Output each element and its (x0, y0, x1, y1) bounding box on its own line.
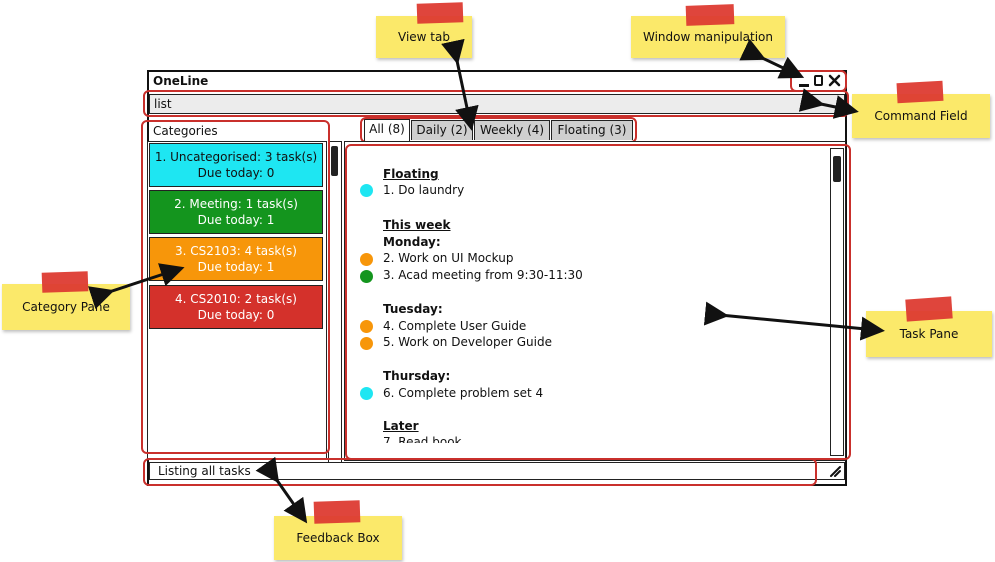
category-item-line1: 2. Meeting: 1 task(s) (174, 197, 298, 211)
section-this-week: This week (383, 218, 451, 232)
task-item[interactable]: 1. Do laundry (383, 183, 465, 197)
tab-weekly[interactable]: Weekly (4) (474, 120, 550, 140)
arrow-feedback-box (255, 456, 308, 524)
note-view-tab-label: View tab (398, 30, 450, 44)
category-item-line1: 4. CS2010: 2 task(s) (175, 292, 297, 306)
section-floating: Floating (383, 167, 439, 181)
day-monday: Monday: (383, 235, 441, 249)
task-item[interactable]: 5. Work on Developer Guide (383, 335, 552, 349)
task-item[interactable]: 2. Work on UI Mockup (383, 251, 514, 265)
command-input[interactable]: list (149, 94, 845, 114)
category-item-line2: Due today: 1 (197, 260, 275, 274)
note-command-field: Command Field (852, 94, 990, 138)
note-task-pane-label: Task Pane (899, 327, 959, 341)
day-thursday: Thursday: (383, 369, 451, 383)
section-later: Later (383, 419, 419, 433)
category-item-line2: Due today: 0 (197, 308, 275, 322)
task-dot-orange (360, 253, 373, 266)
category-item-uncategorised[interactable]: 1. Uncategorised: 3 task(s) Due today: 0 (149, 143, 323, 187)
category-item-meeting[interactable]: 2. Meeting: 1 task(s) Due today: 1 (149, 190, 323, 234)
task-dot-orange (360, 320, 373, 333)
minimize-icon[interactable] (799, 84, 809, 87)
arrow-command-field (798, 88, 859, 119)
category-item-line2: Due today: 0 (197, 166, 275, 180)
arrow-task-pane (703, 301, 885, 341)
task-item[interactable]: 6. Complete problem set 4 (383, 386, 544, 400)
task-dot-cyan (360, 184, 373, 197)
resize-grip-icon[interactable] (828, 464, 841, 477)
task-item[interactable]: 7. Read book (383, 435, 462, 443)
close-icon[interactable] (828, 74, 841, 87)
note-feedback-box-label: Feedback Box (296, 531, 380, 545)
feedback-box-highlight (143, 458, 817, 486)
day-tuesday: Tuesday: (383, 302, 443, 316)
note-category-pane-label: Category Pane (22, 300, 110, 314)
category-scrollbar-thumb[interactable] (331, 146, 338, 176)
note-command-field-label: Command Field (874, 109, 968, 123)
category-item-line1: 1. Uncategorised: 3 task(s) (154, 150, 318, 164)
task-dot-green (360, 270, 373, 283)
tab-all[interactable]: All (8) (364, 119, 410, 141)
task-scrollbar-thumb[interactable] (833, 156, 841, 182)
category-item-line2: Due today: 1 (197, 213, 275, 227)
arrow-view-tab (441, 38, 479, 131)
task-item[interactable]: 3. Acad meeting from 9:30-11:30 (383, 268, 583, 282)
category-pane-title: Categories (153, 124, 218, 138)
task-pane (344, 141, 846, 461)
maximize-icon[interactable] (814, 75, 823, 86)
window-title: OneLine (153, 74, 209, 88)
category-item-line1: 3. CS2103: 4 task(s) (175, 244, 297, 258)
feedback-box: Listing all tasks (149, 462, 845, 480)
arrow-category-pane (88, 263, 185, 310)
task-dot-orange (360, 337, 373, 350)
task-item[interactable]: 4. Complete User Guide (383, 319, 527, 333)
task-clip: 7. Read book (378, 434, 828, 443)
arrow-window-manipulation (739, 38, 805, 79)
note-task-pane: Task Pane (866, 311, 992, 357)
tab-floating[interactable]: Floating (3) (551, 120, 633, 140)
task-dot-cyan (360, 387, 373, 400)
